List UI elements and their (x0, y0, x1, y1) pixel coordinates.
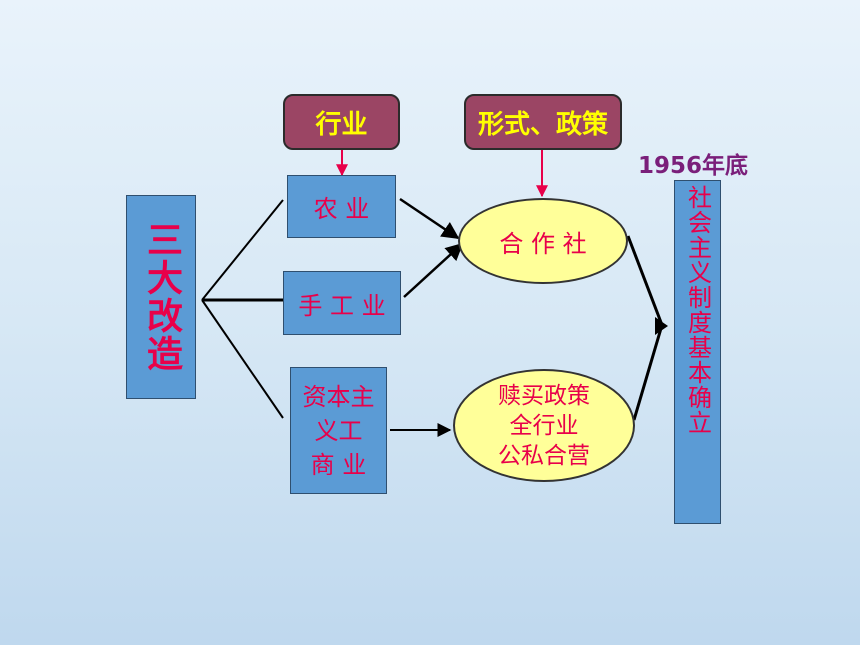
redemption-oval: 赎买政策 全行业 公私合营 (453, 369, 635, 482)
cooperative-label: 合 作 社 (499, 229, 587, 258)
three-transformations-label: 三大改造 (141, 221, 182, 373)
industry-tag-label: 行业 (315, 109, 368, 140)
agriculture-label: 农 业 (313, 195, 370, 223)
redemption-label-line1: 赎买政策 (498, 382, 590, 409)
form-policy-tag-label: 形式、政策 (477, 109, 608, 140)
arrow-agriculture-to-coop (399, 197, 460, 240)
branch-line-capitalist (201, 299, 284, 419)
merge-line-bottom (632, 324, 664, 421)
form-policy-tag: 形式、政策 (464, 94, 622, 150)
agriculture-box: 农 业 (287, 175, 396, 238)
industry-tag: 行业 (283, 94, 400, 150)
capitalist-label-line2: 义工 (314, 416, 363, 445)
handicraft-box: 手 工 业 (283, 271, 401, 335)
redemption-label-line3: 公私合营 (498, 442, 590, 469)
result-date: 1956年底 (638, 146, 760, 180)
socialism-established-label: 社会主义制度基本确立 (683, 185, 712, 435)
merge-arrowhead (655, 317, 668, 335)
arrow-handicraft-to-coop (403, 242, 464, 298)
handicraft-label: 手 工 业 (298, 291, 386, 320)
capitalist-box: 资本主 义工 商 业 (290, 367, 387, 494)
capitalist-label-line3: 商 业 (310, 450, 367, 479)
socialism-established-box: 社会主义制度基本确立 (674, 180, 721, 524)
cooperative-oval: 合 作 社 (458, 198, 628, 284)
branch-line-agriculture (201, 199, 284, 301)
three-transformations-box: 三大改造 (126, 195, 196, 399)
capitalist-label-line1: 资本主 (302, 382, 375, 411)
merge-line-top (626, 235, 664, 326)
result-date-label: 1956年底 (638, 153, 749, 179)
redemption-label-line2: 全行业 (509, 412, 579, 439)
